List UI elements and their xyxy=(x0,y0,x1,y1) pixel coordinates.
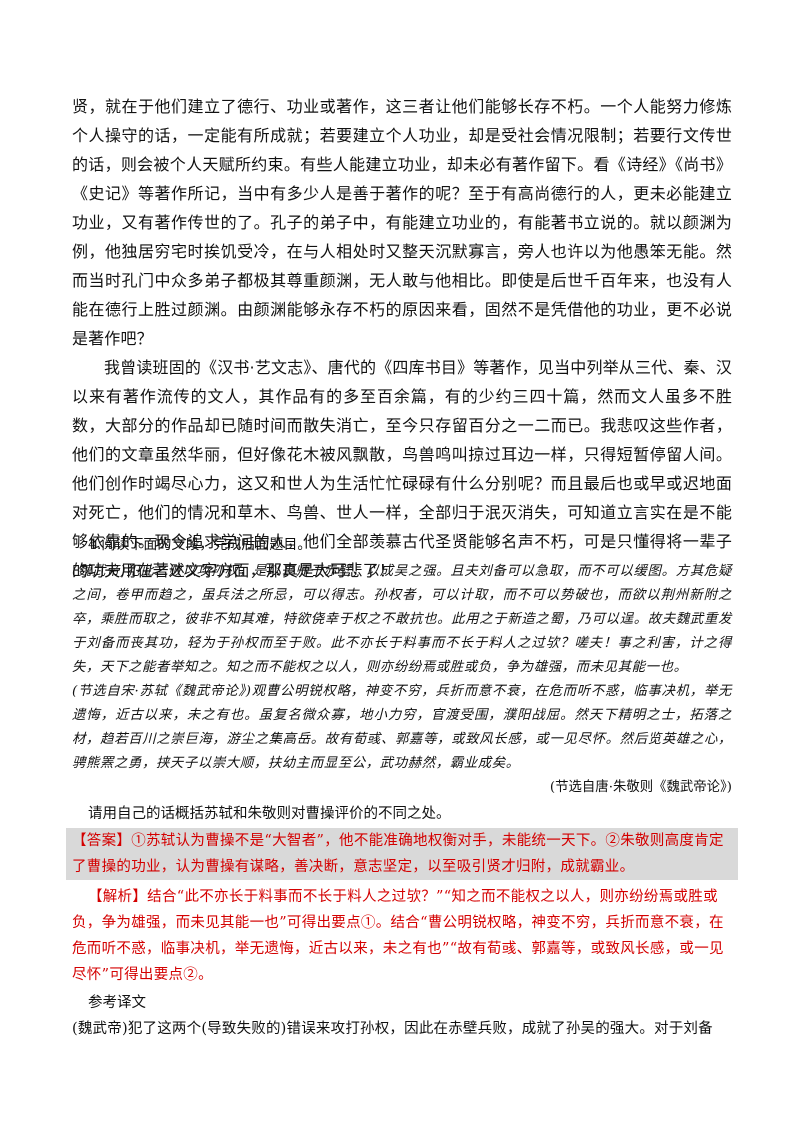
reference-text: (魏武帝)犯了这两个(导致失败的)错误来攻打孙权，因此在赤壁兵败，成就了孙吴的强… xyxy=(72,1021,713,1037)
translation-paragraph: 贤，就在于他们建立了德行、功业或著作，这三者让他们能够长存不朽。一个人能努力修炼… xyxy=(72,97,732,348)
translation-section: 贤，就在于他们建立了德行、功业或著作，这三者让他们能够长存不朽。一个人能努力修炼… xyxy=(72,92,732,585)
answer-text: ①苏轼认为曹操不是“大智者”，他不能准确地权衡对手，未能统一天下。②朱敬则高度肯… xyxy=(72,833,724,875)
translation-paragraph: 我曾读班固的《汉书·艺文志》、唐代的《四库书目》等著作，见当中列举从三代、秦、汉… xyxy=(72,358,732,580)
reference-title: 参考译文 xyxy=(88,995,146,1011)
classical-passage: (节选自宋·苏轼《魏武帝论》)观曹公明锐权略，神变不穷，兵折而意不衰，在危而听不… xyxy=(72,684,732,771)
passage-source: (节选自唐·朱敬则《魏武帝论》) xyxy=(549,780,732,795)
question-title: 4.阅读下面的文段，完成后面题目。 xyxy=(88,537,312,553)
question-section: 4.阅读下面的文段，完成后面题目。 (魏武帝)犯此二败以攻孙权，是以丧师于赤壁，… xyxy=(66,532,738,1042)
question-prompt: 请用自己的话概括苏轼和朱敬则对曹操评价的不同之处。 xyxy=(88,806,451,822)
analysis-tag: 【解析】 xyxy=(87,889,148,905)
analysis-block: 【解析】结合“此不亦长于料事而不长于料人之过欤？”“知之而不能权之以人，则亦纷纷… xyxy=(72,884,732,988)
answer-tag: 【答案】 xyxy=(72,833,132,849)
analysis-text: 结合“此不亦长于料事而不长于料人之过欤？”“知之而不能权之以人，则亦纷纷焉或胜或… xyxy=(72,889,724,983)
classical-passage: (魏武帝)犯此二败以攻孙权，是以丧师于赤壁，以成吴之强。且夫刘备可以急取，而不可… xyxy=(72,564,732,675)
answer-block: 【答案】①苏轼认为曹操不是“大智者”，他不能准确地权衡对手，未能统一天下。②朱敬… xyxy=(66,828,738,880)
